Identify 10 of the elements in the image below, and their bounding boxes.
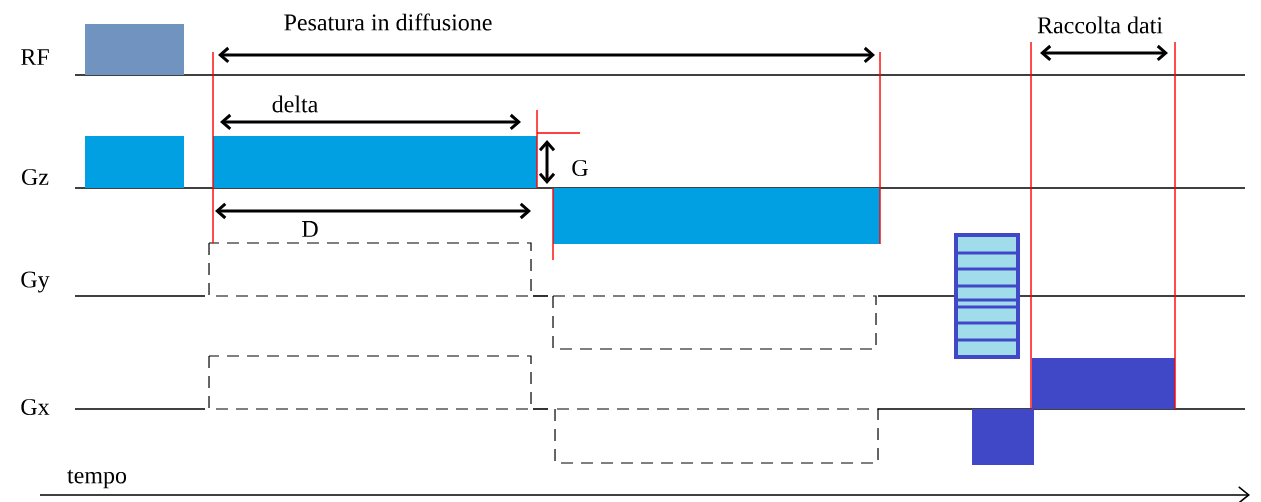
dimension-label: delta (272, 95, 318, 113)
dimension-label: tempo (67, 469, 127, 489)
axis-label: RF (21, 49, 49, 65)
dimension-label: Pesatura in diffusione (284, 13, 492, 31)
dimension-label: G (572, 159, 588, 177)
axis-label: Gx (21, 398, 50, 416)
dimension-label: Raccolta dati (1037, 16, 1163, 34)
dimension-label: D (302, 221, 318, 237)
axis-label: Gy (21, 271, 50, 293)
axis-label: Gz (22, 168, 49, 186)
